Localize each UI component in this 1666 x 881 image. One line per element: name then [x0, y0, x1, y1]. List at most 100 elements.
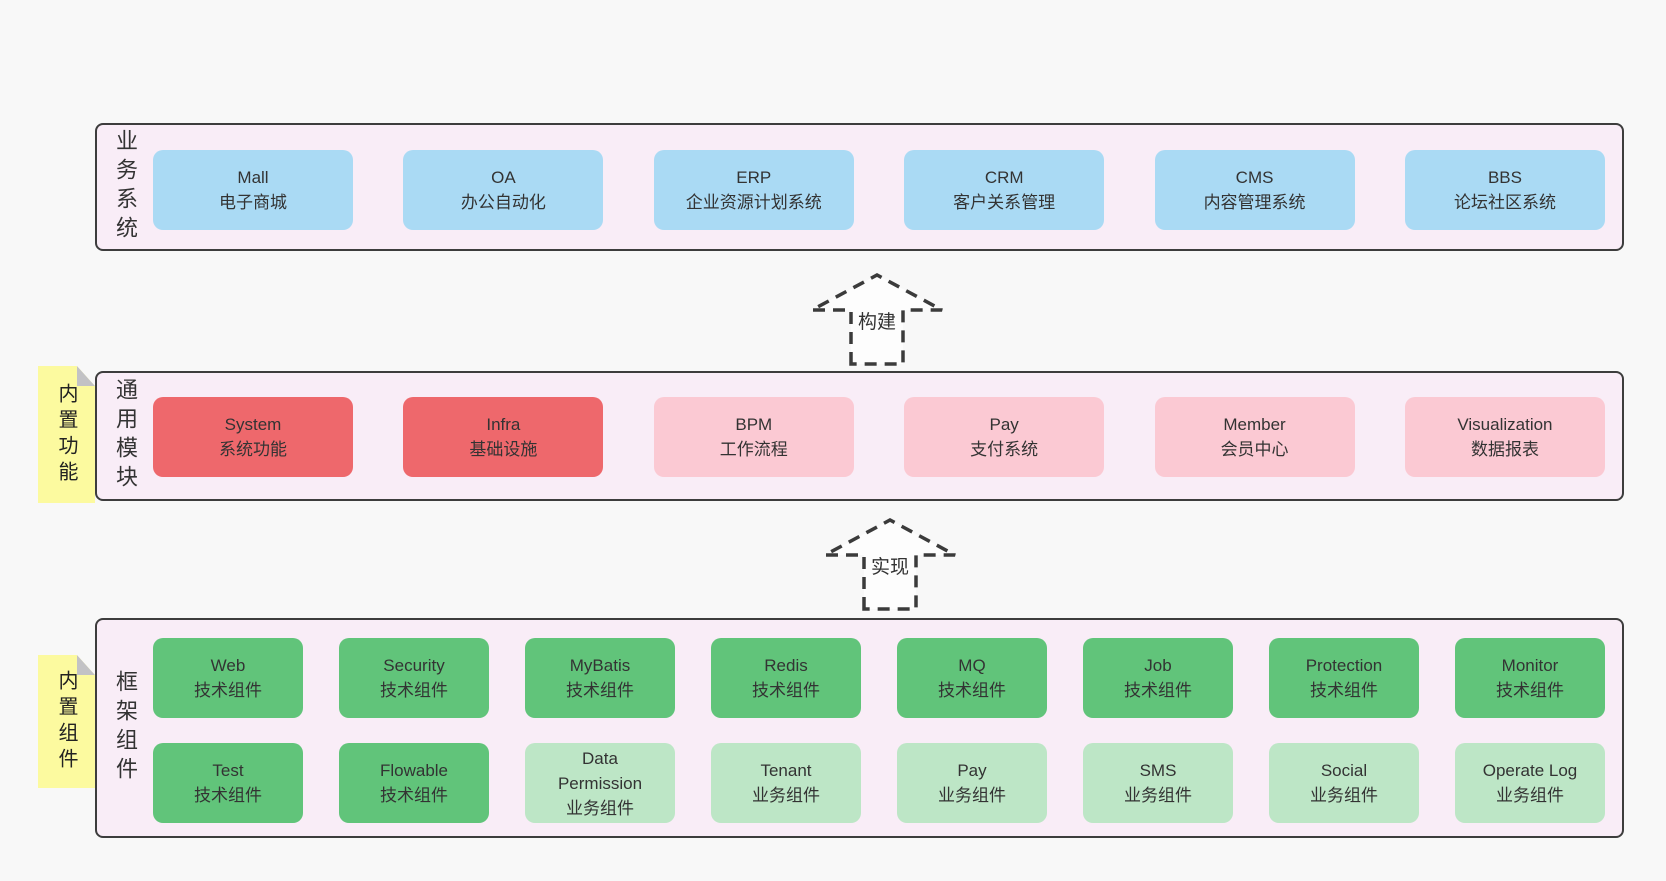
box-subtitle: 技术组件 [1310, 681, 1378, 700]
implement-arrow: 实现 [824, 518, 956, 611]
box-system: System 系统功能 [153, 397, 353, 477]
box-subtitle: 技术组件 [1124, 681, 1192, 700]
box-operate-log: Operate Log 业务组件 [1455, 743, 1605, 823]
box-mq: MQ 技术组件 [897, 638, 1047, 718]
box-title: Security [383, 656, 445, 675]
box-subtitle: 业务组件 [1124, 786, 1192, 805]
box-subtitle: 技术组件 [380, 681, 448, 700]
box-subtitle: 业务组件 [566, 798, 634, 818]
box-subtitle: 数据报表 [1470, 440, 1539, 459]
up-arrow-icon [824, 518, 956, 611]
box-job: Job 技术组件 [1083, 638, 1233, 718]
box-title: Protection [1305, 656, 1383, 675]
box-subtitle: 业务组件 [938, 786, 1006, 805]
box-subtitle: 技术组件 [938, 681, 1006, 700]
sticky-builtin-features: 内置功能 [38, 366, 95, 503]
box-title: Mall [237, 168, 269, 187]
framework-components-row-2: Test 技术组件 Flowable 技术组件 Data Permission … [153, 743, 1605, 823]
box-subtitle: 技术组件 [194, 786, 262, 805]
box-subtitle: 内容管理系统 [1203, 193, 1306, 212]
build-arrow: 构建 [811, 273, 943, 366]
up-arrow-icon [811, 273, 943, 366]
box-title: Social [1320, 761, 1368, 780]
box-title: Operate Log [1482, 761, 1578, 780]
framework-components-row-1: Web 技术组件 Security 技术组件 MyBatis 技术组件 Redi… [153, 638, 1605, 718]
box-title: System [224, 415, 282, 434]
business-systems-label: 业务系统 [113, 129, 138, 245]
box-pay-component: Pay 业务组件 [897, 743, 1047, 823]
box-mall: Mall 电子商城 [153, 150, 353, 230]
box-title: Infra [486, 415, 521, 434]
box-title: Pay [989, 415, 1019, 434]
box-subtitle: 工作流程 [719, 440, 788, 459]
box-cms: CMS 内容管理系统 [1154, 150, 1355, 230]
box-subtitle: 业务组件 [1496, 786, 1564, 805]
box-subtitle: 客户关系管理 [953, 193, 1056, 212]
box-test: Test 技术组件 [153, 743, 303, 823]
box-title: Visualization [1457, 415, 1553, 434]
box-title: BBS [1487, 168, 1522, 187]
build-arrow-label: 构建 [858, 311, 896, 333]
box-web: Web 技术组件 [153, 638, 303, 718]
box-monitor: Monitor 技术组件 [1455, 638, 1605, 718]
box-oa: OA 办公自动化 [403, 150, 604, 230]
box-member: Member 会员中心 [1154, 397, 1355, 477]
box-title: BPM [735, 415, 773, 434]
box-subtitle: 技术组件 [752, 681, 820, 700]
box-pay-module: Pay 支付系统 [904, 397, 1105, 477]
box-subtitle: 业务组件 [752, 786, 820, 805]
box-title: MyBatis [569, 656, 631, 675]
box-social: Social 业务组件 [1269, 743, 1419, 823]
box-subtitle: 技术组件 [1496, 681, 1564, 700]
box-mybatis: MyBatis 技术组件 [525, 638, 675, 718]
common-modules-row: System 系统功能 Infra 基础设施 BPM 工作流程 Pay 支付系统… [153, 397, 1605, 477]
builtin-components-label: 内置组件 [55, 669, 77, 774]
box-title: Monitor [1501, 656, 1559, 675]
box-title: OA [491, 168, 516, 187]
box-bbs: BBS 论坛社区系统 [1404, 150, 1605, 230]
box-flowable: Flowable 技术组件 [339, 743, 489, 823]
box-title: ERP [736, 168, 772, 187]
sticky-builtin-components: 内置组件 [38, 655, 95, 788]
builtin-features-label: 内置功能 [55, 382, 77, 487]
box-title: Tenant [760, 761, 812, 780]
box-crm: CRM 客户关系管理 [904, 150, 1105, 230]
box-subtitle: 企业资源计划系统 [685, 193, 822, 212]
box-erp: ERP 企业资源计划系统 [653, 150, 854, 230]
box-title: Member [1223, 415, 1286, 434]
box-data-permission: Data Permission 业务组件 [525, 743, 675, 823]
box-visualization: Visualization 数据报表 [1404, 397, 1605, 477]
box-subtitle: 技术组件 [566, 681, 634, 700]
box-subtitle: 业务组件 [1310, 786, 1378, 805]
box-title: CRM [984, 168, 1024, 187]
box-title: Redis [764, 656, 808, 675]
box-subtitle: 支付系统 [970, 440, 1039, 459]
box-title: Pay [957, 761, 987, 780]
box-title: Data Permission [557, 748, 643, 793]
common-modules-panel: 通用模块 System 系统功能 Infra 基础设施 BPM 工作流程 Pay… [95, 371, 1624, 501]
box-title: SMS [1139, 761, 1177, 780]
box-title: Web [210, 656, 246, 675]
implement-arrow-label: 实现 [871, 556, 909, 578]
box-title: Flowable [379, 761, 449, 780]
framework-components-panel: 框架组件 Web 技术组件 Security 技术组件 MyBatis 技术组件… [95, 618, 1624, 838]
box-subtitle: 系统功能 [219, 440, 287, 459]
box-title: Test [212, 761, 244, 780]
box-subtitle: 基础设施 [469, 440, 538, 459]
box-title: MQ [958, 656, 986, 675]
box-title: Job [1144, 656, 1172, 675]
box-security: Security 技术组件 [339, 638, 489, 718]
box-sms: SMS 业务组件 [1083, 743, 1233, 823]
box-protection: Protection 技术组件 [1269, 638, 1419, 718]
box-bpm: BPM 工作流程 [653, 397, 854, 477]
common-modules-label: 通用模块 [113, 378, 138, 494]
business-systems-panel: 业务系统 Mall 电子商城 OA 办公自动化 ERP 企业资源计划系统 CRM… [95, 123, 1624, 251]
framework-components-label: 框架组件 [113, 670, 138, 786]
box-subtitle: 办公自动化 [460, 193, 546, 212]
business-systems-row: Mall 电子商城 OA 办公自动化 ERP 企业资源计划系统 CRM 客户关系… [153, 150, 1605, 230]
box-title: CMS [1235, 168, 1274, 187]
box-subtitle: 电子商城 [219, 193, 287, 212]
box-infra: Infra 基础设施 [403, 397, 604, 477]
box-subtitle: 论坛社区系统 [1453, 193, 1556, 212]
